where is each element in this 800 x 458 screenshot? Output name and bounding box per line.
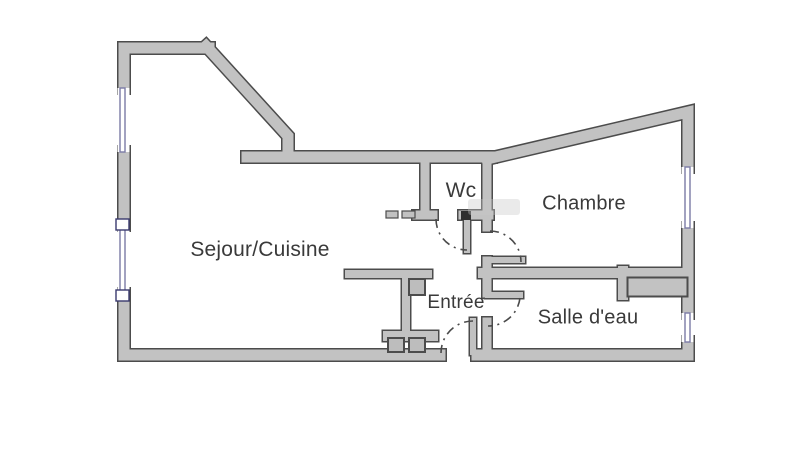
room-label-salle-deau: Salle d'eau [537, 306, 639, 329]
right-lower-window [684, 312, 691, 343]
chambre-door-arc [489, 230, 522, 263]
left-lower-window [119, 224, 126, 295]
kitchen-duct-2 [387, 337, 405, 353]
left-upper-window [119, 87, 126, 153]
window-frame-cap [115, 289, 130, 302]
room-label-sejour-cuisine: Sejour/Cuisine [190, 238, 330, 261]
door-arcs [435, 218, 522, 354]
right-upper-window [684, 166, 691, 229]
watermark-smudge [468, 199, 520, 215]
window-frame-cap [115, 218, 130, 231]
door-hinge-block [461, 211, 471, 220]
room-label-wc: Wc [445, 179, 477, 202]
kitchen-ducts [387, 278, 426, 353]
windows [115, 87, 694, 343]
wall-fills [118, 38, 694, 361]
wc-door-arc [435, 218, 468, 251]
salle-deau-door-arc [487, 297, 521, 327]
dashed-partition [385, 210, 416, 219]
entrance-door-arc [440, 320, 474, 354]
room-label-chambre: Chambre [542, 192, 626, 215]
built-in-closet [626, 276, 689, 298]
room-label-entree: Entrée [427, 292, 485, 313]
kitchen-duct-1 [408, 278, 426, 296]
kitchen-duct-3 [408, 337, 426, 353]
